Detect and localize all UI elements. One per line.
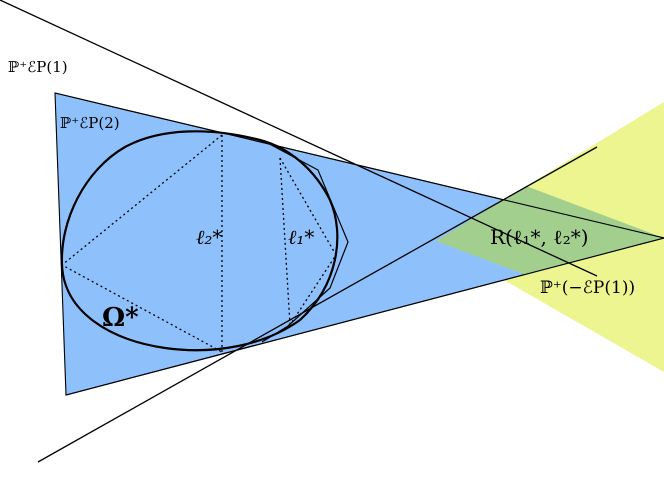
dotted-polygon-left [60,134,223,353]
omega-star-curve [60,130,339,352]
region-label: R(ℓ₁*, ℓ₂*) [490,225,589,249]
small-polygon [261,139,349,343]
ep1-line-lower [37,146,598,463]
neg-ep1-label: ℙ⁺(−ℰP(1)) [540,278,635,298]
ep1-line-upper [0,0,598,277]
l1-label: ℓ₁* [288,225,314,249]
ep2-lower-edge [65,237,664,396]
omega-label: Ω* [102,303,139,333]
l2-label: ℓ₂* [196,225,222,249]
ep1-label: ℙ⁺ℰP(1) [8,58,68,76]
ep2-label: ℙ⁺ℰP(2) [60,114,120,132]
